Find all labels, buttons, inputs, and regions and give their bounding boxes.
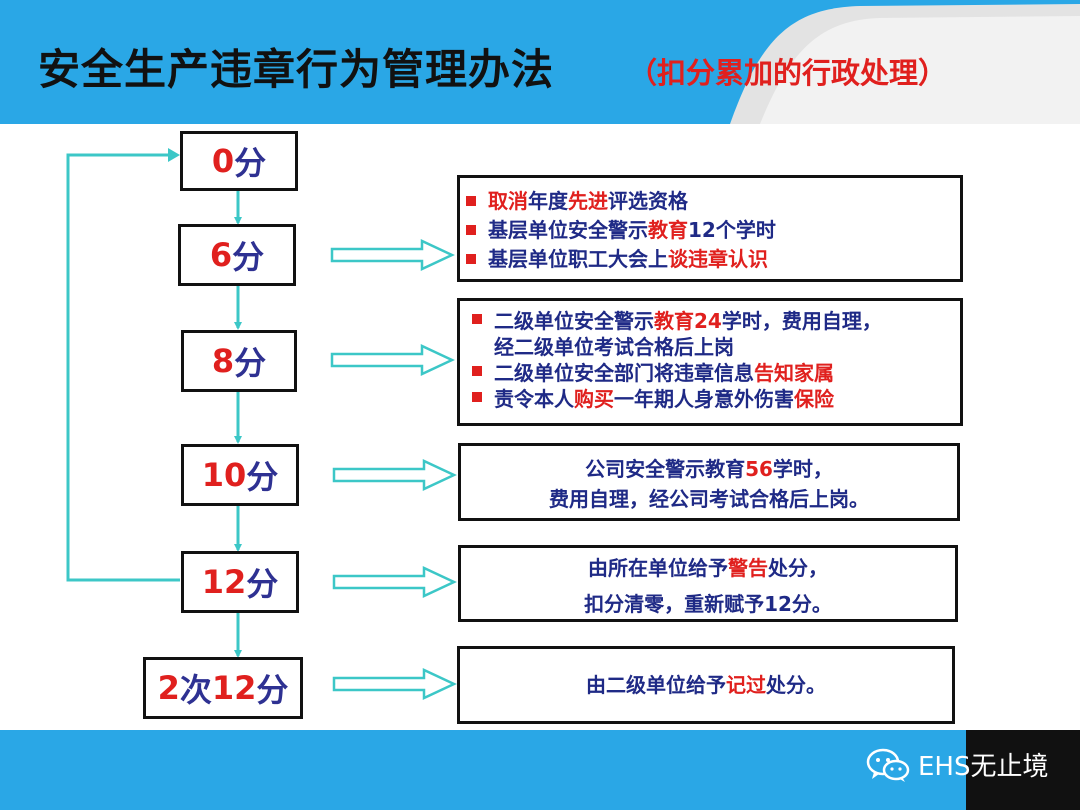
penalty-line: 费用自理，经公司考试合格后上岗。 — [549, 487, 869, 511]
bullet-item: 基层单位职工大会上谈违章认识 — [460, 246, 960, 272]
bullet-continuation: 经二级单位考试合格后上岗 — [494, 335, 734, 359]
bullet-square-icon — [472, 314, 482, 324]
reset-loop-arrowhead — [168, 148, 180, 162]
bullet-item: 取消年度先进评选资格 — [460, 188, 960, 214]
bullet-item: 二级单位安全警示教育24学时，费用自理， — [460, 308, 960, 334]
wechat-icon — [866, 748, 910, 782]
penalty-line: 由所在单位给予警告处分， — [588, 556, 828, 580]
bullet-square-icon — [472, 392, 482, 402]
bullet-item: 基层单位安全警示教育12个学时 — [460, 217, 960, 243]
watermark: EHS无止境 — [866, 746, 1048, 783]
penalty-box-6: 取消年度先进评选资格 基层单位安全警示教育12个学时 基层单位职工大会上谈违章认… — [457, 175, 963, 282]
penalty-line: 由二级单位给予记过处分。 — [586, 673, 826, 697]
bullet-item: 责令本人购买一年期人身意外伤害保险 — [460, 386, 960, 412]
bullet-square-icon — [466, 225, 476, 235]
penalty-box-12: 由所在单位给予警告处分， 扣分清零，重新赋予12分。 — [458, 545, 958, 622]
bullet-square-icon — [472, 366, 482, 376]
penalty-arrows — [330, 239, 457, 700]
penalty-box-10: 公司安全警示教育56学时， 费用自理，经公司考试合格后上岗。 — [458, 443, 960, 521]
header-background — [0, 0, 1080, 124]
watermark-text: EHS无止境 — [918, 752, 1049, 782]
penalty-line: 扣分清零，重新赋予12分。 — [584, 592, 832, 616]
penalty-box-2x12: 由二级单位给予记过处分。 — [457, 646, 955, 724]
bullet-square-icon — [466, 254, 476, 264]
page-title: 安全生产违章行为管理办法 — [38, 45, 555, 94]
bullet-square-icon — [466, 196, 476, 206]
penalty-line: 公司安全警示教育56学时， — [585, 457, 833, 481]
penalty-box-8: 二级单位安全警示教育24学时，费用自理， 经二级单位考试合格后上岗 二级单位安全… — [457, 298, 963, 426]
reset-loop-connector — [66, 153, 180, 582]
bullet-item: 二级单位安全部门将违章信息告知家属 — [460, 360, 960, 386]
footer-dark-corner — [966, 730, 1080, 810]
page-subtitle: （扣分累加的行政处理） — [628, 56, 948, 90]
